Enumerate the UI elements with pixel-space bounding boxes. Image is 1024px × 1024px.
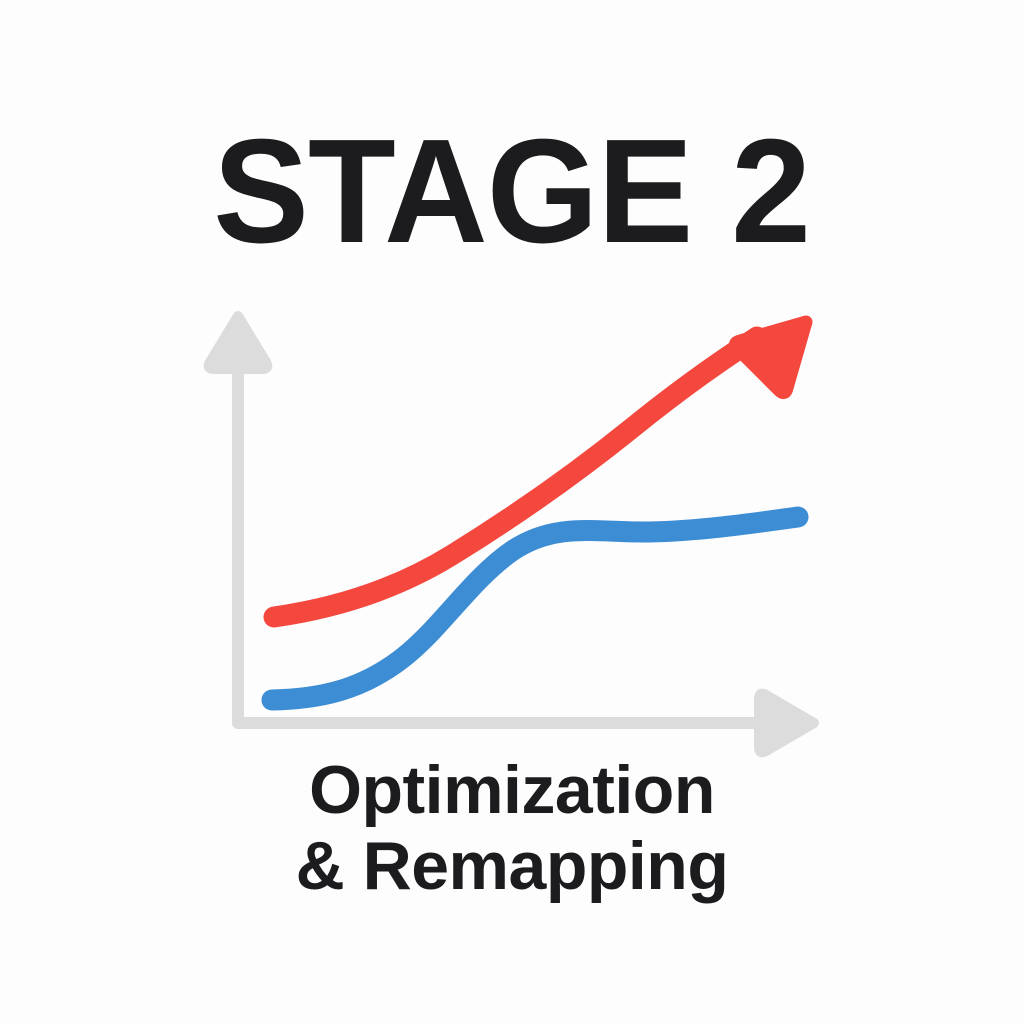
x-axis-arrowhead — [754, 688, 819, 758]
stage-title-text: STAGE 2 — [213, 109, 812, 274]
red-growth-curve — [263, 315, 813, 628]
caption: Optimization & Remapping — [0, 752, 1024, 904]
y-axis-arrowhead — [203, 311, 273, 374]
caption-line-1: Optimization — [309, 752, 715, 828]
caption-line-2: & Remapping — [295, 828, 729, 904]
blue-curve-path — [261, 506, 809, 711]
page-title: STAGE 2 — [0, 118, 1024, 266]
red-curve-path — [263, 326, 768, 628]
blue-growth-curve — [261, 506, 809, 711]
red-curve-arrowhead — [728, 315, 813, 400]
x-axis-arrow — [232, 688, 819, 758]
y-axis-arrow — [203, 311, 273, 729]
